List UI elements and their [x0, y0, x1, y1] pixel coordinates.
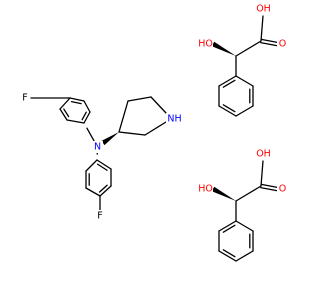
nh-label-bg: [166, 113, 183, 125]
aromatic-inner-bond-1: [81, 111, 87, 121]
n-amine-label-bg: [92, 141, 103, 153]
o2-label-bg: [277, 183, 288, 195]
carboxyl-oh-label-1: OH: [256, 4, 271, 15]
mandelic-lower-c-o-double-a: [260, 187, 278, 192]
bond-layer: [30, 15, 278, 262]
aromatic-inner-bond-5: [98, 184, 108, 193]
mandelic-lower-ca-carboxyl: [235, 185, 262, 202]
mandelic-lower-c-o-double-b: [260, 183, 278, 188]
mandelic-lower-phenyl-bond-2: [235, 250, 254, 262]
aromatic-inner-bond-11: [222, 249, 236, 258]
mandelic-lower-c-oh: [260, 160, 264, 187]
f1-label-bg: [20, 92, 30, 104]
oh2-label-bg: [256, 148, 271, 160]
mandelic-upper-ca-carboxyl: [235, 40, 262, 57]
lower-phenyl-bond-2: [99, 185, 112, 197]
aromatic-inner-bond-3: [63, 108, 70, 118]
upper-phenyl-bond-5: [66, 119, 85, 124]
f2-label-bg: [95, 210, 105, 222]
mandelic-upper-phenyl-bond-0: [235, 75, 254, 87]
mandelic-lower-stereo-wedge-ho: [211, 186, 236, 201]
upper-phenyl-bond-2: [69, 97, 85, 102]
aromatic-inner-bond-12: [222, 224, 236, 233]
pyrrolidine-c4-c5: [127, 96, 152, 102]
fluorine-atom-label-1: F: [22, 93, 27, 104]
mandelic-lower-phenyl-bond-5: [218, 220, 237, 232]
mandelic-upper-c-oh: [260, 15, 264, 42]
hydroxyl-label-2: HO: [198, 184, 213, 195]
mandelic-lower-phenyl-bond-0: [235, 220, 254, 232]
upper-phenyl-bond-3: [59, 97, 71, 110]
fluorine-atom-label-2: F: [97, 211, 102, 222]
chemical-structure-diagram: F F N NH HO OH O HO OH O: [20, 3, 288, 262]
amine-nitrogen-label: N: [94, 142, 101, 153]
oh1-label-bg: [256, 3, 271, 15]
lower-phenyl-bond-0: [96, 159, 112, 170]
atom-label-layer: F F N NH HO OH O HO OH O: [20, 3, 288, 222]
lower-phenyl-bond-3: [85, 187, 101, 197]
aromatic-inner-bond-9: [222, 79, 236, 88]
aromatic-inner-bond-4: [96, 163, 108, 171]
pyrrolidine-c5-n: [150, 96, 167, 114]
carbonyl-o-label-2: O: [279, 184, 286, 195]
lower-phenyl-bond-5: [85, 159, 98, 172]
mandelic-lower-phenyl-bond-3: [218, 250, 237, 262]
n-to-upper-phenyl: [86, 127, 96, 143]
mandelic-upper-c-o-double-b: [260, 38, 278, 43]
mandelic-upper-phenyl-bond-2: [235, 105, 254, 117]
hydroxyl-label-1: HO: [198, 39, 213, 50]
mandelic-upper-phenyl-bond-3: [218, 105, 237, 117]
carbonyl-o-label-1: O: [279, 39, 286, 50]
stereo-wedge-c3-n: [101, 132, 119, 146]
pyrrolidine-nh-label: NH: [167, 114, 181, 125]
ho2-label-bg: [198, 183, 213, 195]
pyrrolidine-c2-c3: [118, 131, 146, 136]
upper-phenyl-bond-0: [83, 111, 91, 124]
aromatic-inner-bond-2: [70, 100, 82, 105]
pyrrolidine-c3-c4: [118, 100, 129, 133]
mandelic-upper-phenyl-bond-5: [218, 75, 237, 87]
aromatic-inner-bond-8: [222, 104, 236, 113]
mandelic-upper-stereo-wedge-ho: [211, 41, 236, 56]
carboxyl-oh-label-2: OH: [256, 149, 271, 160]
upper-phenyl-bond-1: [83, 100, 91, 113]
mandelic-upper-c-o-double-a: [260, 42, 278, 47]
upper-phenyl-bond-4: [59, 108, 68, 121]
ho1-label-bg: [198, 38, 213, 50]
pyrrolidine-n-c2: [144, 121, 167, 136]
o1-label-bg: [277, 38, 288, 50]
